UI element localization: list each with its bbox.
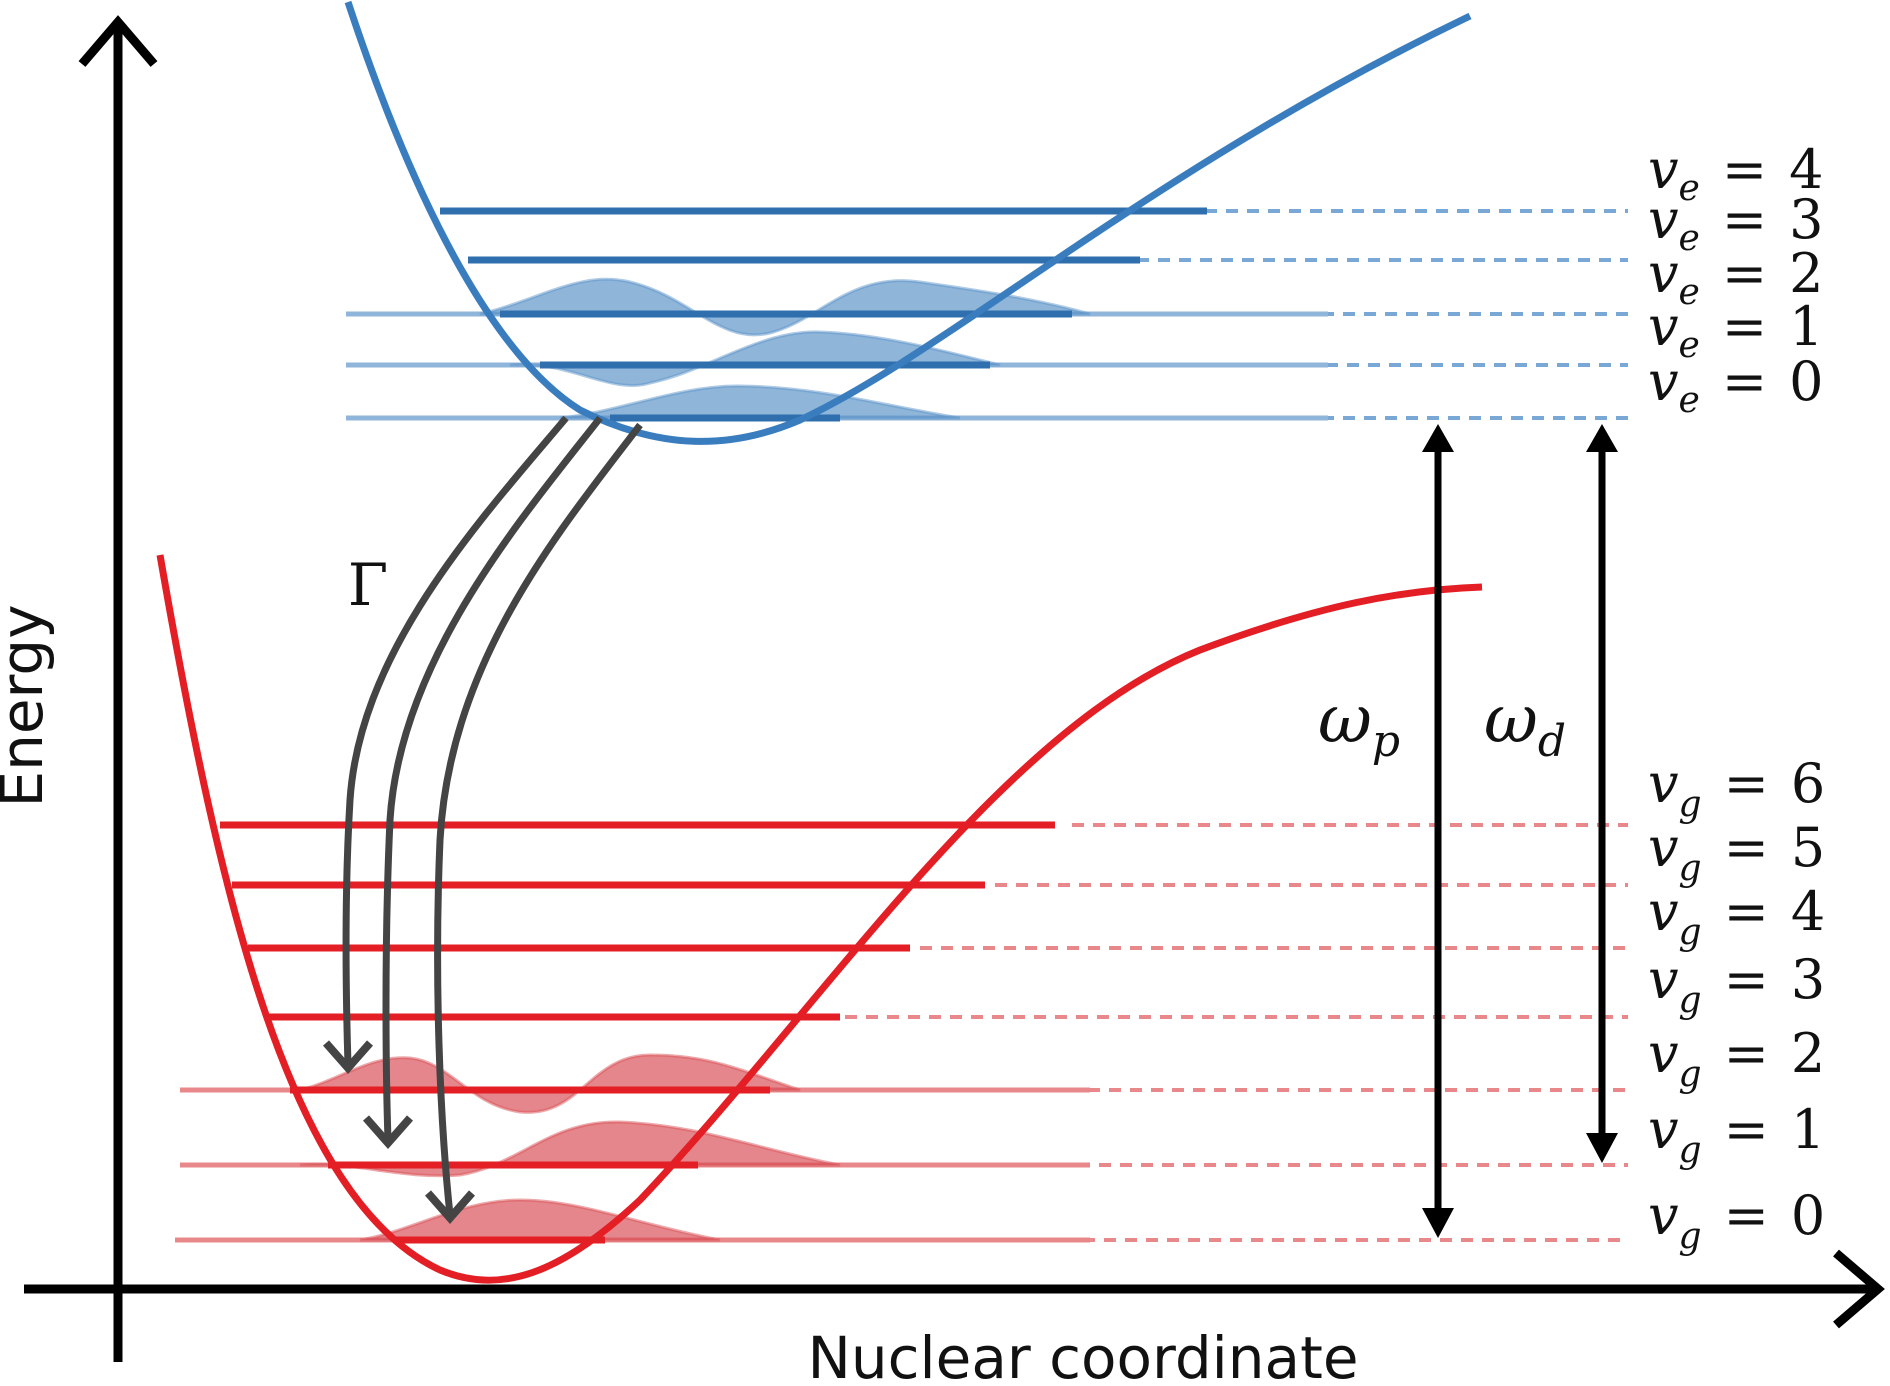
dump-arrowhead-bottom — [1586, 1133, 1618, 1163]
y-axis-arrowhead — [78, 15, 158, 67]
ground-level-label: vg=0 — [1648, 1184, 1825, 1257]
decay-arrows: Γ — [322, 415, 643, 1225]
x-axis-label: Nuclear coordinate — [808, 1324, 1359, 1386]
decay-rate-label: Γ — [348, 551, 388, 619]
dump-label: ωd — [1484, 681, 1566, 767]
excited-wf-1 — [509, 330, 1001, 388]
ground-level-label: vg=4 — [1648, 880, 1825, 953]
excited-potential-curve — [344, 0, 1472, 445]
excited-level-label: ve=4 — [1648, 138, 1823, 209]
ground-level-labels: vg=6 vg=5 vg=4 vg=3 vg=2 vg=1 vg=0 — [1648, 752, 1825, 1257]
excited-wavefunctions — [346, 277, 1328, 421]
ground-potential-curve — [156, 554, 1483, 1284]
pump-arrowhead-top — [1422, 424, 1454, 452]
excited-level-label: ve=0 — [1648, 350, 1823, 421]
dump-arrowhead-top — [1586, 424, 1618, 452]
decay-arrowhead-v0 — [424, 1190, 476, 1225]
ground-level-label: vg=1 — [1648, 1098, 1825, 1171]
ground-wf-1 — [299, 1120, 841, 1178]
decay-arrowhead-v2 — [322, 1040, 374, 1075]
excited-level-label: ve=1 — [1648, 295, 1823, 366]
excited-wf-0 — [559, 384, 961, 420]
ground-level-label: vg=6 — [1648, 752, 1825, 825]
excited-level-label: ve=2 — [1648, 242, 1823, 313]
ground-level-label: vg=3 — [1648, 948, 1825, 1021]
decay-arrow-to-v1 — [382, 415, 603, 1141]
excited-wf-2 — [479, 277, 1091, 337]
excited-level-labels: ve=4 ve=3 ve=2 ve=1 ve=0 — [1648, 138, 1823, 421]
y-axis-label: Energy — [0, 604, 56, 807]
pump-arrowhead-bottom — [1422, 1208, 1454, 1238]
decay-arrowhead-v1 — [362, 1115, 414, 1150]
excited-state: ve=4 ve=3 ve=2 ve=1 ve=0 — [344, 0, 1823, 445]
ground-wf-0 — [359, 1198, 721, 1242]
pump-label: ωp — [1318, 681, 1400, 767]
excited-level-label: ve=3 — [1648, 188, 1823, 259]
decay-arrow-to-v2 — [342, 415, 569, 1066]
ground-state: vg=6 vg=5 vg=4 vg=3 vg=2 vg=1 vg=0 — [156, 554, 1825, 1284]
ground-level-label: vg=5 — [1648, 816, 1825, 889]
axes: Energy Nuclear coordinate — [0, 15, 1885, 1386]
ground-level-label: vg=2 — [1648, 1022, 1825, 1095]
x-axis-arrowhead — [1833, 1249, 1885, 1329]
ground-levels — [220, 821, 1055, 1244]
optical-transitions: ωp ωd — [1318, 424, 1618, 1238]
decay-arrow-to-v0 — [434, 422, 643, 1216]
ground-wavefunctions — [175, 1053, 1090, 1243]
